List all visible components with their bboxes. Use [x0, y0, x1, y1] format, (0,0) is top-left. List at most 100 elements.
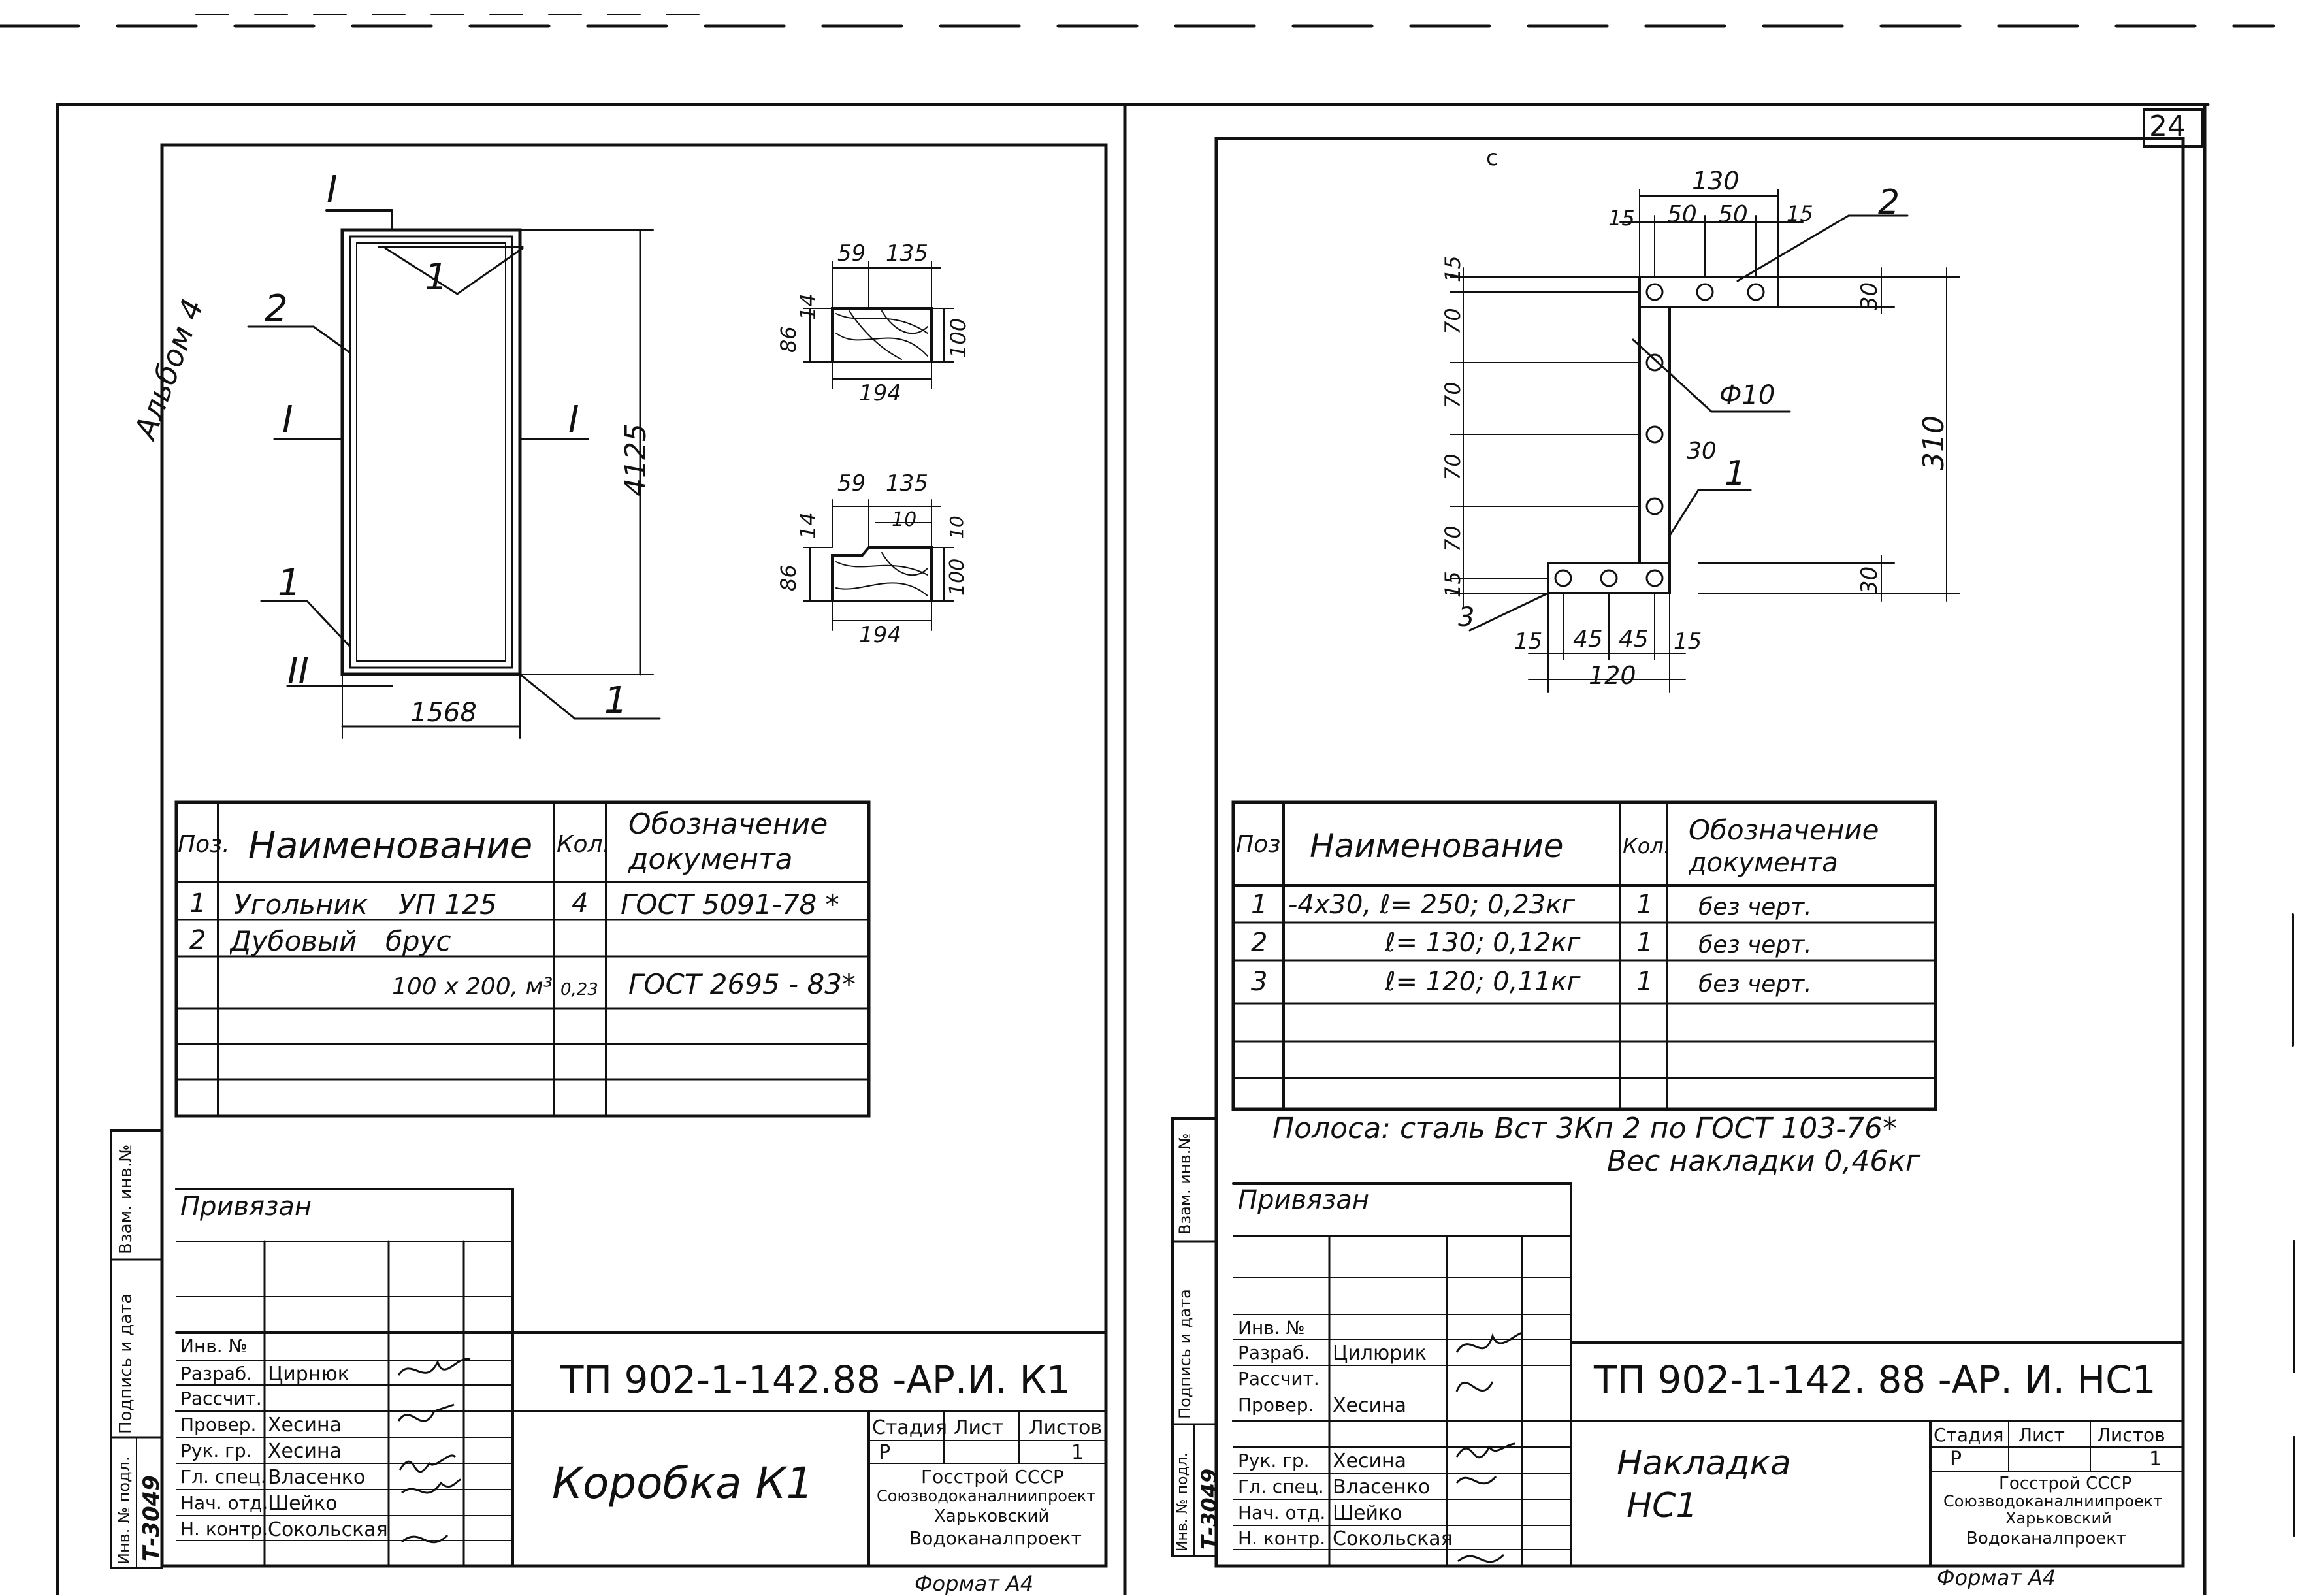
spec-header-pos: Поз.: [178, 831, 230, 858]
right-org-4: Водоканалпроект: [1966, 1529, 2127, 1548]
left-role-prover: Провер.: [180, 1414, 257, 1435]
sec1-dim-59: 59: [837, 240, 866, 267]
spec-header-name: Наименование: [248, 824, 533, 867]
right-dim-15a: 15: [1608, 206, 1635, 231]
right-left-dim-15a: 15: [1440, 255, 1465, 282]
left-name-prover: Хесина: [268, 1414, 342, 1437]
right-name-glspec: Власенко: [1333, 1476, 1431, 1499]
spec-header-doc-2: документа: [628, 843, 793, 876]
left-section-mark-right: I: [568, 399, 579, 441]
left-org-3: Харьковский: [934, 1506, 1050, 1526]
left-section-mark-top: I: [327, 169, 338, 211]
right-item-name-1: Накладка: [1617, 1444, 1791, 1483]
right-left-dim-15b: 15: [1440, 571, 1465, 598]
right-org-3: Харьковский: [2005, 1509, 2112, 1527]
rspec-row1-pos: 1: [1251, 890, 1268, 920]
right-stamp-podpis: Подпись и дата: [1176, 1289, 1194, 1419]
left-name-glspec: Власенко: [268, 1466, 366, 1489]
sec2-dim-10b: 10: [946, 515, 967, 539]
left-stage-value: Р: [879, 1441, 891, 1464]
right-org-1: Госстрой СССР: [1999, 1474, 2132, 1493]
left-height-dimension: 4125: [619, 423, 653, 497]
left-role-rasschit: Рассчит.: [180, 1388, 262, 1409]
right-dim-30-bottom: 30: [1856, 566, 1883, 594]
right-top-mark: с: [1486, 145, 1498, 171]
left-role-ruk: Рук. гр.: [180, 1440, 252, 1461]
rspec-header-pos: Поз.: [1236, 831, 1288, 858]
rspec-row2-doc: без черт.: [1698, 932, 1812, 958]
sec2-dim-100: 100: [946, 558, 969, 596]
right-dim-310: 310: [1917, 415, 1951, 470]
left-role-inv: Инв. №: [180, 1335, 248, 1357]
spec-row2-name: Дубовый: [230, 925, 357, 957]
right-role-ruk: Рук. гр.: [1238, 1450, 1310, 1471]
spec-row1-name: Угольник: [234, 888, 368, 920]
right-name-razrab: Цилюрик: [1333, 1342, 1427, 1365]
left-org-4: Водоканалпроект: [909, 1527, 1082, 1549]
signatures: [397, 1331, 1523, 1563]
right-dim-30-top: 30: [1856, 282, 1883, 310]
right-dim-bot-15a: 15: [1514, 628, 1543, 655]
right-callout-30: 30: [1687, 438, 1717, 464]
left-role-nkontr: Н. контр.: [180, 1518, 268, 1540]
left-role-razrab: Разраб.: [180, 1363, 253, 1384]
left-name-nkontr: Сокольская: [268, 1518, 388, 1541]
right-stamp-inv: Инв. № подл.: [1174, 1452, 1191, 1552]
left-callout-bottom-right: 1: [604, 679, 628, 722]
right-role-prover: Провер.: [1238, 1394, 1314, 1416]
right-sheet-label: Лист: [2018, 1424, 2065, 1446]
sec1-dim-194: 194: [859, 380, 901, 406]
right-left-dim-70d: 70: [1440, 525, 1465, 552]
spec-row3-doc: ГОСТ 2695 - 83*: [628, 968, 856, 1000]
rspec-header-qty: Кол.: [1623, 834, 1670, 858]
rspec-row3-qty: 1: [1636, 967, 1653, 997]
left-doc-code: ТП 902-1-142.88 -АР.И. К1: [560, 1358, 1071, 1402]
right-name-nkontr: Сокольская: [1333, 1527, 1453, 1550]
spec-row1-pos: 1: [189, 888, 206, 919]
left-section-mark-left: I: [282, 399, 293, 441]
right-dim-120: 120: [1589, 661, 1636, 690]
sec1-dim-86: 86: [776, 326, 801, 353]
page-number: 24: [2149, 110, 2186, 143]
right-dim-50a: 50: [1667, 201, 1697, 228]
right-role-nach: Нач. отд.: [1238, 1502, 1326, 1523]
right-dim-15b: 15: [1787, 201, 1813, 226]
left-stamp-number: Т-3049: [138, 1475, 165, 1561]
right-name-prover: Хесина: [1333, 1394, 1406, 1417]
left-callout-bottom-left: 1: [278, 562, 301, 604]
left-role-glspec: Гл. спец.: [180, 1466, 267, 1488]
rspec-row1-doc: без черт.: [1698, 894, 1812, 920]
left-name-nach: Шейко: [268, 1492, 338, 1515]
right-stamp-number: Т-3049: [1197, 1468, 1222, 1550]
left-stage-label: Стадия: [872, 1416, 948, 1439]
rspec-row1-name: -4х30, ℓ= 250; 0,23кг: [1288, 890, 1576, 920]
left-sheet-label: Лист: [954, 1416, 1004, 1439]
left-callout-side: 2: [265, 287, 288, 330]
left-sheets-label: Листов: [1029, 1416, 1103, 1439]
left-stamp-vzam: Взам. инв.№: [116, 1144, 136, 1254]
sec2-dim-194: 194: [859, 622, 901, 648]
right-note-weight: Вес накладки 0,46кг: [1607, 1145, 1921, 1178]
spec-header-doc-1: Обозначение: [628, 807, 828, 841]
right-name-ruk: Хесина: [1333, 1450, 1406, 1473]
left-privyazan: Привязан: [180, 1192, 312, 1222]
right-org-2: Союзводоканалниипроект: [1943, 1492, 2163, 1510]
sec2-dim-59: 59: [837, 470, 866, 497]
right-callout-3: 3: [1458, 602, 1475, 632]
right-privyazan: Привязан: [1238, 1185, 1370, 1215]
right-dim-bot-45a: 45: [1573, 626, 1603, 653]
rspec-row2-name: ℓ= 130; 0,12кг: [1385, 928, 1581, 958]
right-doc-code: ТП 902-1-142. 88 -АР. И. НС1: [1594, 1358, 2156, 1402]
sec2-dim-135: 135: [886, 470, 928, 497]
right-stage-label: Стадия: [1934, 1424, 2004, 1446]
spec-header-qty: Кол.: [557, 831, 611, 858]
right-role-rasschit: Рассчит.: [1238, 1368, 1320, 1390]
right-role-inv: Инв. №: [1238, 1317, 1305, 1339]
right-callout-1: 1: [1725, 454, 1747, 493]
left-stamp-inv: Инв. № подл.: [115, 1456, 133, 1565]
left-org-1: Госстрой СССР: [921, 1466, 1064, 1488]
sec1-dim-100: 100: [946, 318, 971, 358]
spec-row3-name2: 100 х 200, м³: [392, 973, 553, 1000]
right-sheets-value: 1: [2149, 1448, 2162, 1471]
right-role-glspec: Гл. спец.: [1238, 1476, 1324, 1497]
